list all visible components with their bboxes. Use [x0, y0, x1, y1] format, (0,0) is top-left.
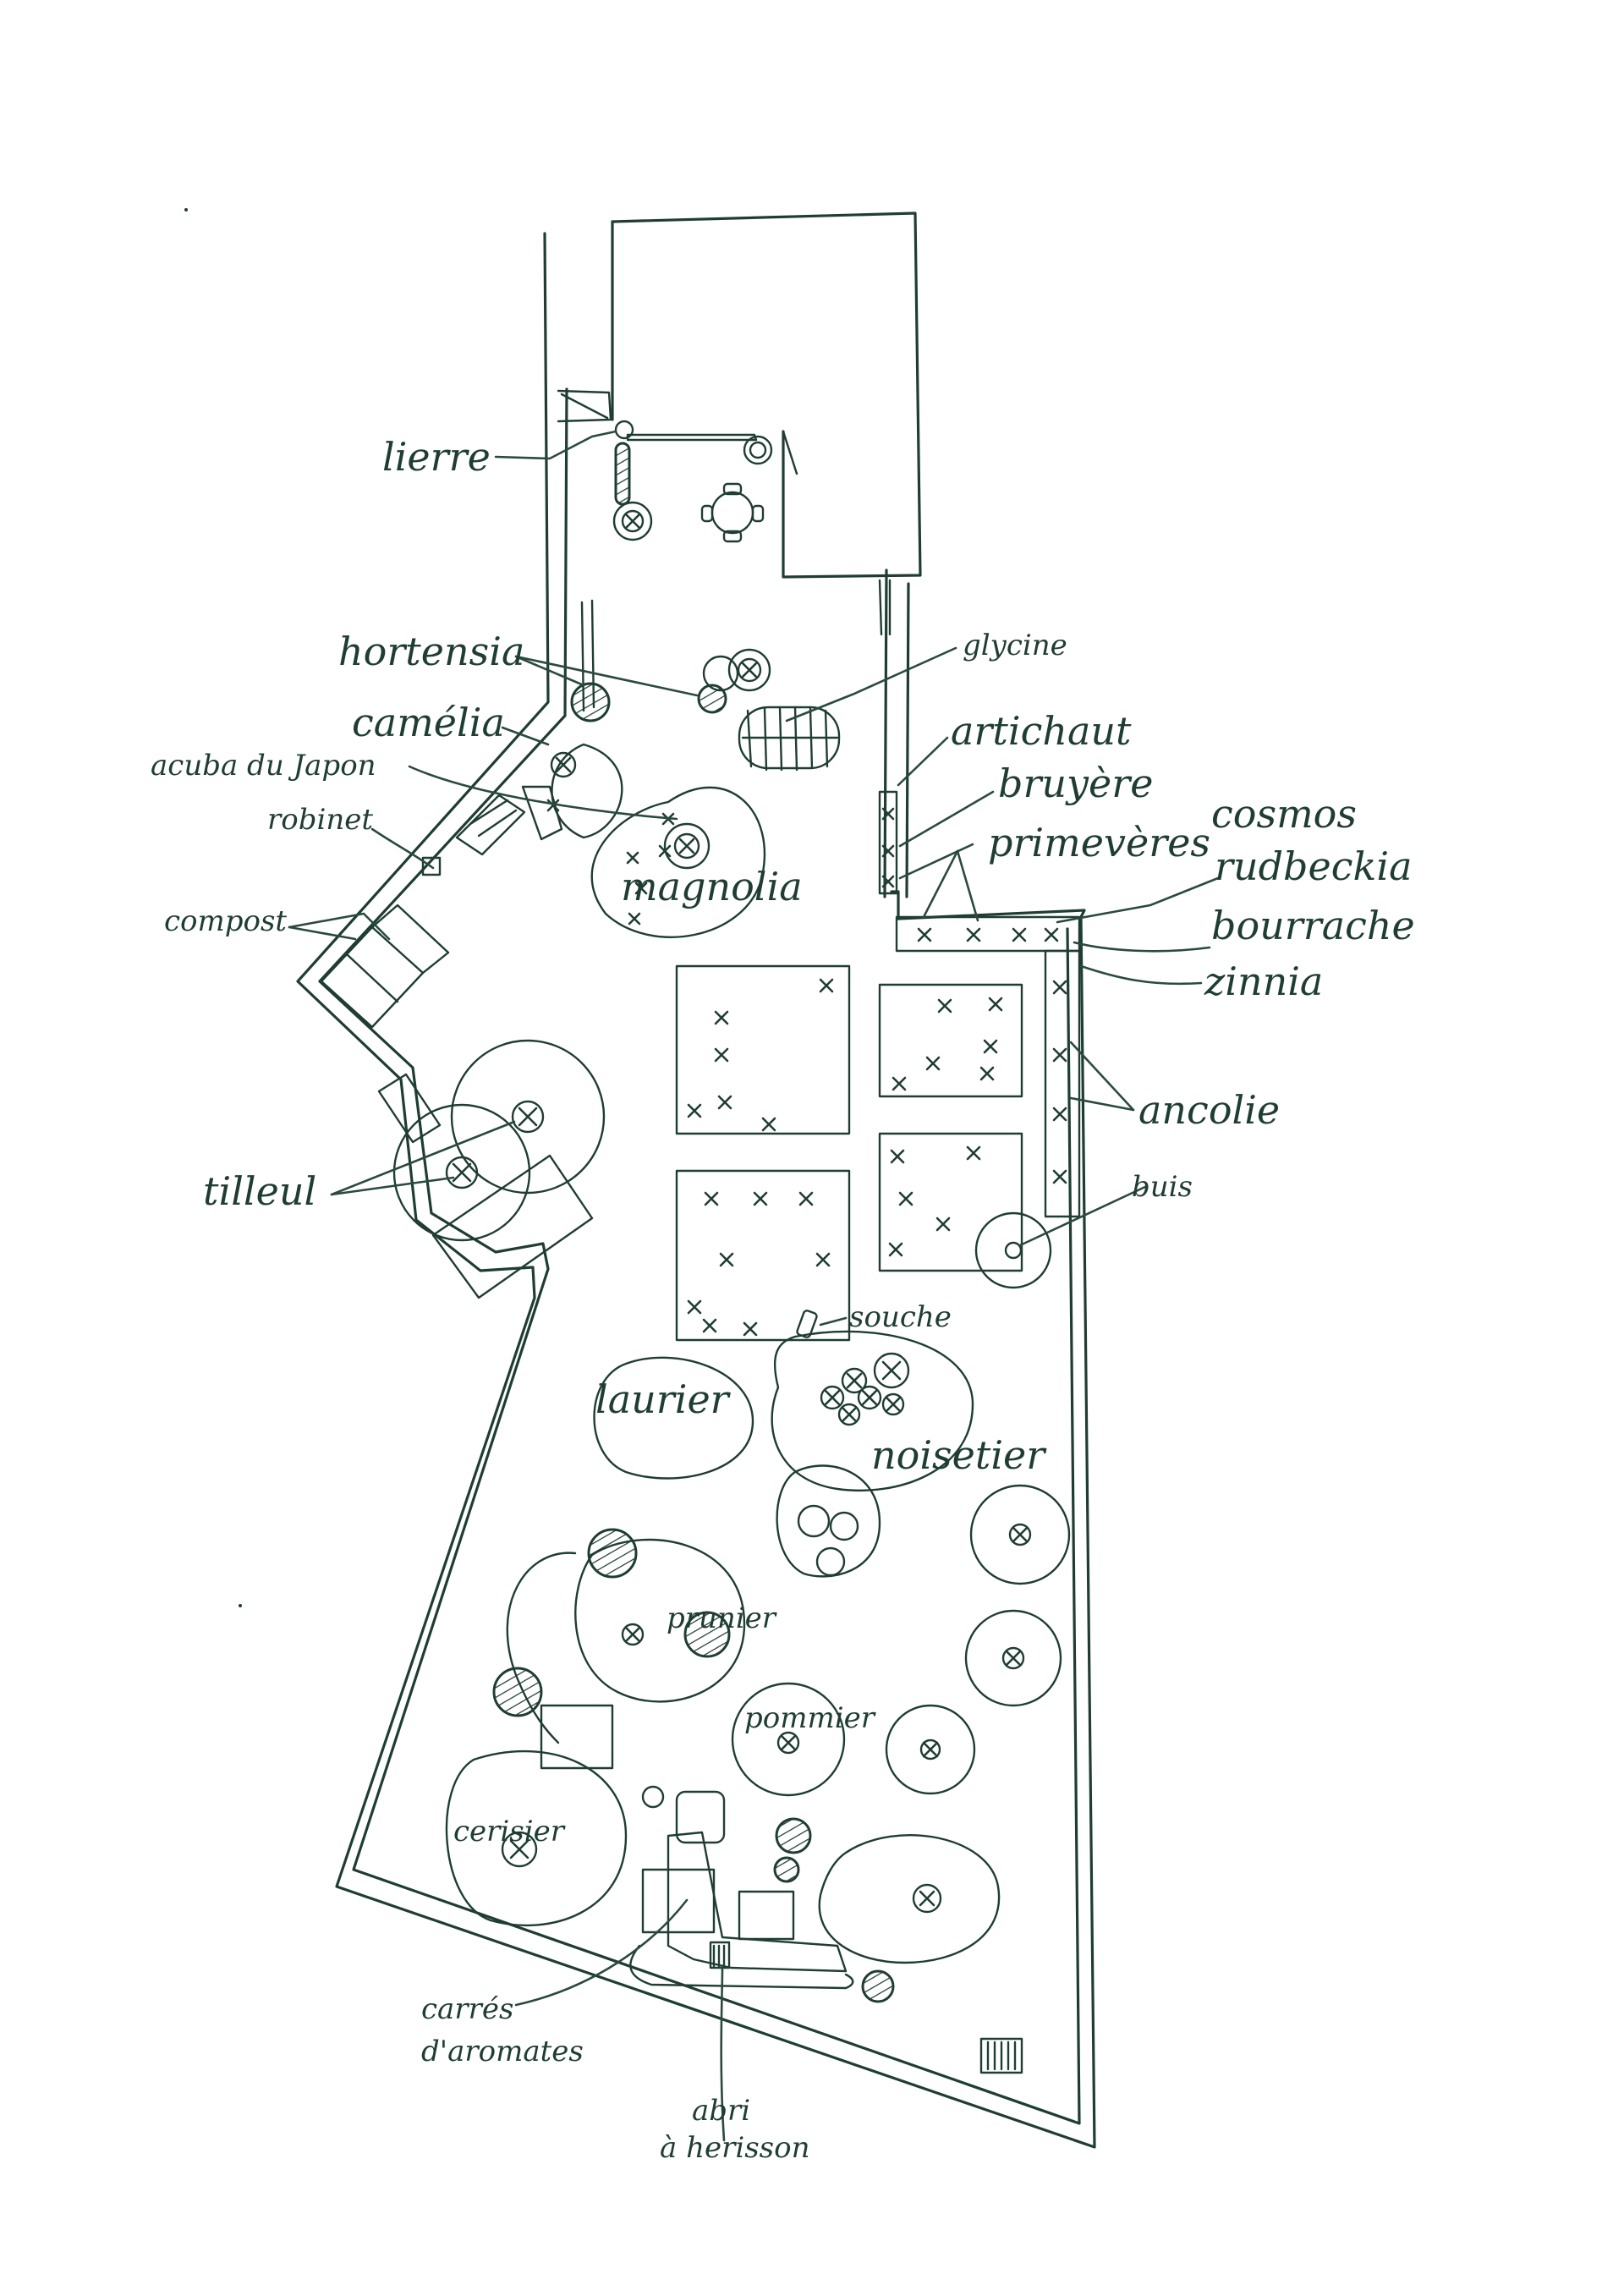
label-camelia: camélia [352, 700, 505, 745]
garden-table [710, 491, 754, 535]
garden-boundary [296, 232, 1096, 2149]
tree-bottom-right [818, 1834, 1001, 1964]
label-bourrache: bourrache [1211, 903, 1415, 948]
compost-bins [320, 904, 450, 1029]
hortensia-shrub [570, 682, 611, 722]
aucuba-bed [521, 785, 563, 841]
label-cerisier: cerisier [453, 1815, 566, 1848]
magnolia-zone [590, 786, 766, 938]
camelia-zone [551, 743, 623, 839]
label-magnolia: magnolia [621, 864, 803, 909]
label-zinnia: zinnia [1204, 958, 1323, 1004]
label-ancolie: ancolie [1138, 1087, 1280, 1133]
label-souche: souche [849, 1300, 952, 1334]
label-prunier: prunier [667, 1601, 777, 1635]
label-abri-line1: abri [692, 2094, 750, 2128]
leader-lines [288, 430, 1220, 2142]
tilleul-trees [377, 1039, 606, 1299]
carres-aromates [629, 1785, 854, 1990]
laurier-zone [593, 1356, 754, 1480]
lierre-hedge [614, 442, 631, 506]
hortensia-shrub [697, 684, 727, 714]
label-rudbeckia: rudbeckia [1215, 843, 1413, 889]
tree-right-1 [969, 1484, 1071, 1585]
garden-bench [540, 1704, 614, 1770]
label-cosmos: cosmos [1211, 791, 1357, 837]
label-carres-line2: d'aromates [421, 2035, 584, 2068]
veg-bed-1 [675, 964, 851, 1135]
house [611, 211, 922, 579]
label-hortensia: hortensia [338, 629, 524, 674]
fence-right [878, 579, 892, 636]
grid-detail [979, 2037, 1023, 2074]
label-tilleul: tilleul [203, 1168, 316, 1214]
cerisier-zone [445, 1749, 628, 1927]
robinet-tap [421, 856, 442, 876]
label-glycine: glycine [963, 629, 1067, 662]
label-lierre: lierre [382, 434, 491, 480]
label-laurier: laurier [595, 1376, 732, 1422]
label-bruyere: bruyère [998, 761, 1153, 806]
tree-right-2 [964, 1609, 1062, 1707]
artichaut-bruyere-bed [878, 790, 898, 895]
label-robinet: robinet [267, 803, 373, 837]
abri-herisson [709, 1941, 731, 1969]
label-abri-line2: à herisson [660, 2131, 810, 2165]
buis-shrub [974, 1211, 1052, 1289]
label-aucuba: acuba du Japon [151, 749, 376, 783]
tree-right-3 [885, 1704, 976, 1795]
veg-bed-3 [675, 1169, 851, 1342]
label-carres-line1: carrés [421, 1992, 513, 2026]
noisetier-zone [771, 1330, 974, 1492]
label-pommier: pommier [744, 1701, 876, 1735]
label-noisetier: noisetier [871, 1432, 1047, 1478]
vegetable-beds [675, 964, 1023, 1342]
label-buis: buis [1132, 1170, 1193, 1204]
ancolie-bed [1044, 949, 1081, 1218]
veg-bed-2 [878, 983, 1023, 1098]
veg-bed-4 [878, 1132, 1023, 1272]
prunier-zone [574, 1538, 746, 1703]
pommier-zone [731, 1682, 846, 1797]
top-border-bed [895, 915, 1081, 953]
lierre-pot [614, 420, 634, 440]
glycine-pergola [738, 706, 841, 770]
plant-labels: lierre hortensia glycine camélia acuba d… [151, 434, 1415, 2165]
pergola-slats [741, 706, 839, 772]
noisetier-clumps [820, 1352, 910, 1426]
terrace [557, 389, 773, 543]
label-artichaut: artichaut [951, 708, 1132, 754]
label-compost: compost [164, 904, 287, 938]
label-primeveres: primevères [988, 820, 1210, 865]
